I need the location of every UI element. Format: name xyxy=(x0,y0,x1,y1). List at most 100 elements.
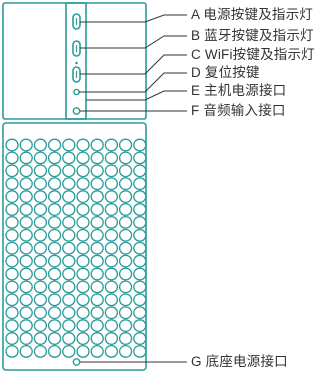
grille-hole xyxy=(133,190,147,204)
grille-hole xyxy=(62,280,76,294)
grille-hole xyxy=(118,190,133,204)
grille-hole xyxy=(133,138,147,152)
grille-hole xyxy=(62,254,76,268)
grille-hole xyxy=(33,332,48,345)
grille-hole xyxy=(118,293,133,307)
grille-hole xyxy=(62,344,76,358)
grille-hole xyxy=(133,164,147,178)
grille-hole xyxy=(19,190,33,204)
grille-hole xyxy=(5,203,19,216)
grille-hole xyxy=(19,254,33,268)
leader-line-b xyxy=(80,35,187,49)
grille-hole xyxy=(19,215,33,229)
grille-hole xyxy=(62,215,76,229)
reset-button-icon xyxy=(73,88,80,96)
leader-line-d xyxy=(79,72,187,93)
grille-hole xyxy=(5,138,19,152)
grille-hole xyxy=(19,267,33,281)
grille-hole xyxy=(62,177,76,191)
grille-hole xyxy=(76,241,90,255)
grille-hole xyxy=(19,280,33,294)
grille-hole xyxy=(90,241,104,255)
grille-hole xyxy=(47,138,62,152)
grille-hole xyxy=(76,138,90,152)
grille-hole xyxy=(47,306,62,320)
grille-hole xyxy=(90,228,104,242)
grille-hole xyxy=(118,228,133,242)
grille-hole xyxy=(76,306,90,320)
grille-hole xyxy=(47,151,62,165)
grille-hole xyxy=(90,293,104,307)
grille-hole xyxy=(76,190,90,204)
grille-hole xyxy=(118,254,133,268)
grille-hole xyxy=(33,151,48,165)
grille-hole xyxy=(33,254,48,268)
grille-hole xyxy=(33,306,48,320)
grille-hole xyxy=(19,203,33,216)
grille-hole xyxy=(76,177,90,191)
callout-label-e: E 主机电源接口 xyxy=(191,83,287,98)
grille-hole xyxy=(62,190,76,204)
grille-hole xyxy=(118,241,133,255)
grille-hole xyxy=(90,254,104,268)
grille-hole xyxy=(90,138,104,152)
grille-hole xyxy=(104,344,119,358)
audio-input-port-icon xyxy=(72,107,81,115)
grille-hole xyxy=(76,215,90,229)
grille-hole xyxy=(118,177,133,191)
callout-label-d: D 复位按键 xyxy=(191,65,260,80)
grille-hole xyxy=(133,267,147,281)
grille-hole xyxy=(47,228,62,242)
grille-hole xyxy=(104,138,119,152)
grille-hole xyxy=(90,319,104,333)
grille-hole xyxy=(90,190,104,204)
speaker-grille xyxy=(5,138,147,358)
grille-hole xyxy=(90,280,104,294)
grille-hole xyxy=(19,241,33,255)
grille-hole xyxy=(5,267,19,281)
grille-hole xyxy=(33,293,48,307)
grille-hole xyxy=(47,190,62,204)
grille-hole xyxy=(62,267,76,281)
grille-hole xyxy=(118,344,133,358)
grille-hole xyxy=(5,151,19,165)
grille-hole xyxy=(33,280,48,294)
grille-hole xyxy=(5,280,19,294)
grille-hole xyxy=(76,267,90,281)
grille-hole xyxy=(104,293,119,307)
grille-hole xyxy=(118,267,133,281)
grille-hole xyxy=(76,254,90,268)
grille-hole xyxy=(19,332,33,345)
grille-hole xyxy=(133,177,147,191)
grille-hole xyxy=(62,306,76,320)
grille-hole xyxy=(104,280,119,294)
grille-hole xyxy=(118,203,133,216)
grille-hole xyxy=(62,228,76,242)
indicator-dot-icon xyxy=(75,61,78,65)
grille-hole xyxy=(19,344,33,358)
grille-hole xyxy=(76,151,90,165)
grille-hole xyxy=(47,344,62,358)
grille-hole xyxy=(33,319,48,333)
grille-hole xyxy=(104,241,119,255)
grille-hole xyxy=(133,254,147,268)
grille-hole xyxy=(104,190,119,204)
grille-hole xyxy=(33,138,48,152)
grille-hole xyxy=(76,319,90,333)
grille-hole xyxy=(5,164,19,178)
grille-hole xyxy=(118,164,133,178)
grille-hole xyxy=(19,306,33,320)
grille-hole xyxy=(62,164,76,178)
grille-hole xyxy=(90,164,104,178)
callout-label-b: B 蓝牙按键及指示灯 xyxy=(191,28,314,43)
grille-hole xyxy=(118,319,133,333)
grille-hole xyxy=(104,254,119,268)
grille-hole xyxy=(90,267,104,281)
grille-hole xyxy=(118,332,133,345)
leader-line-c xyxy=(80,54,187,75)
grille-hole xyxy=(76,344,90,358)
grille-hole xyxy=(5,293,19,307)
grille-hole xyxy=(104,228,119,242)
